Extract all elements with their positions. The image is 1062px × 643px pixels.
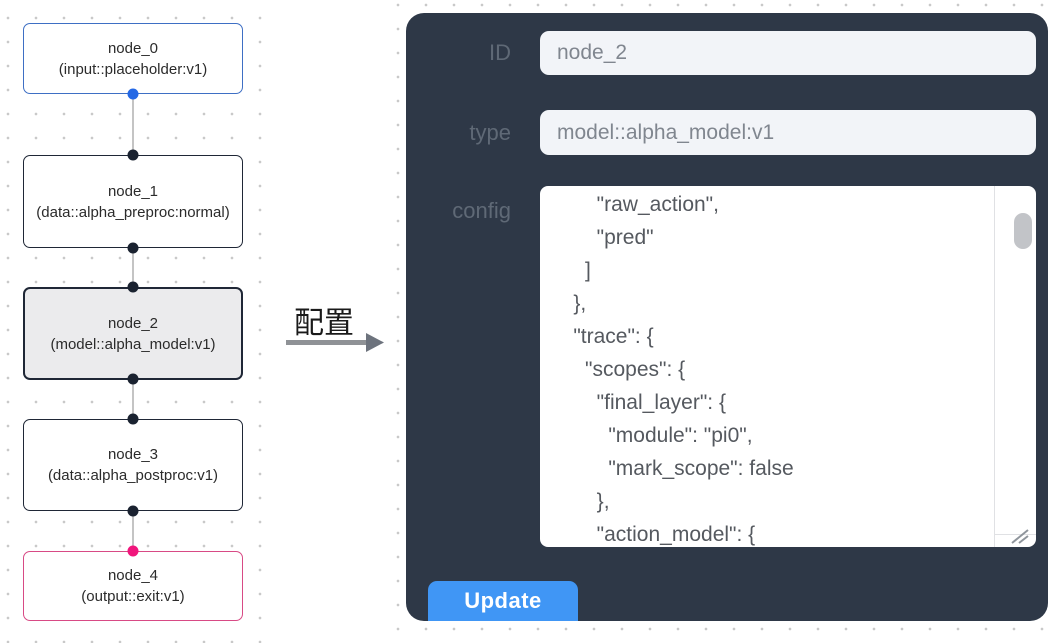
graph-canvas[interactable]: node_0 (input::placeholder:v1) node_1 (d…: [0, 0, 268, 643]
port-node2-input[interactable]: [127, 281, 139, 293]
graph-node-node_2-selected[interactable]: node_2 (model::alpha_model:v1): [23, 287, 243, 380]
type-input[interactable]: model::alpha_model:v1: [540, 110, 1036, 155]
resize-grip-icon[interactable]: [1010, 526, 1030, 544]
update-button[interactable]: Update: [428, 581, 578, 621]
port-node3-output[interactable]: [127, 505, 139, 517]
configure-annotation-label: 配置: [294, 307, 354, 340]
graph-node-node_1[interactable]: node_1 (data::alpha_preproc:normal): [23, 155, 243, 248]
id-input[interactable]: node_2: [540, 31, 1036, 75]
config-scrollbar-thumb[interactable]: [1014, 213, 1032, 249]
edge-node2-node3: [132, 379, 134, 419]
port-node0-output[interactable]: [127, 88, 139, 100]
node-type-label: (data::alpha_preproc:normal): [36, 203, 230, 221]
graph-node-node_4[interactable]: node_4 (output::exit:v1): [23, 551, 243, 621]
inspector-region: ID node_2 type model::alpha_model:v1 con…: [390, 0, 1062, 643]
node-type-label: (model::alpha_model:v1): [50, 335, 216, 353]
node-name: node_3: [107, 446, 159, 463]
config-textarea[interactable]: "raw_action", "pred" ] }, "trace": { "sc…: [540, 186, 1036, 547]
port-node1-output[interactable]: [127, 242, 139, 254]
config-field-label: config: [452, 198, 511, 223]
graph-node-node_0[interactable]: node_0 (input::placeholder:v1): [23, 23, 243, 94]
id-input-value: node_2: [557, 41, 628, 64]
config-scrollbar-track[interactable]: [994, 186, 1036, 534]
type-input-value: model::alpha_model:v1: [557, 120, 775, 144]
config-resize-corner: [994, 529, 1036, 547]
edge-node1-node2: [132, 248, 134, 287]
port-node2-output[interactable]: [127, 373, 139, 385]
port-node1-input[interactable]: [127, 149, 139, 161]
node-type-label: (output::exit:v1): [81, 588, 185, 605]
config-json-text: "raw_action", "pred" ] }, "trace": { "sc…: [573, 193, 794, 546]
node-name: node_0: [107, 39, 159, 57]
node-type-label: (input::placeholder:v1): [58, 60, 208, 78]
edge-node0-node1: [132, 94, 134, 155]
node-name: node_2: [107, 314, 159, 332]
graph-node-node_3[interactable]: node_3 (data::alpha_postproc:v1): [23, 419, 243, 511]
port-node3-input[interactable]: [127, 413, 139, 425]
type-field-label: type: [469, 120, 511, 145]
edge-node3-node4: [132, 511, 134, 551]
node-name: node_1: [107, 182, 159, 200]
node-name: node_4: [107, 567, 159, 584]
right-arrow-icon: [286, 333, 384, 352]
node-type-label: (data::alpha_postproc:v1): [47, 467, 219, 484]
id-field-label: ID: [489, 40, 511, 65]
node-inspector-panel: ID node_2 type model::alpha_model:v1 con…: [406, 13, 1048, 621]
port-node4-input[interactable]: [127, 545, 139, 557]
